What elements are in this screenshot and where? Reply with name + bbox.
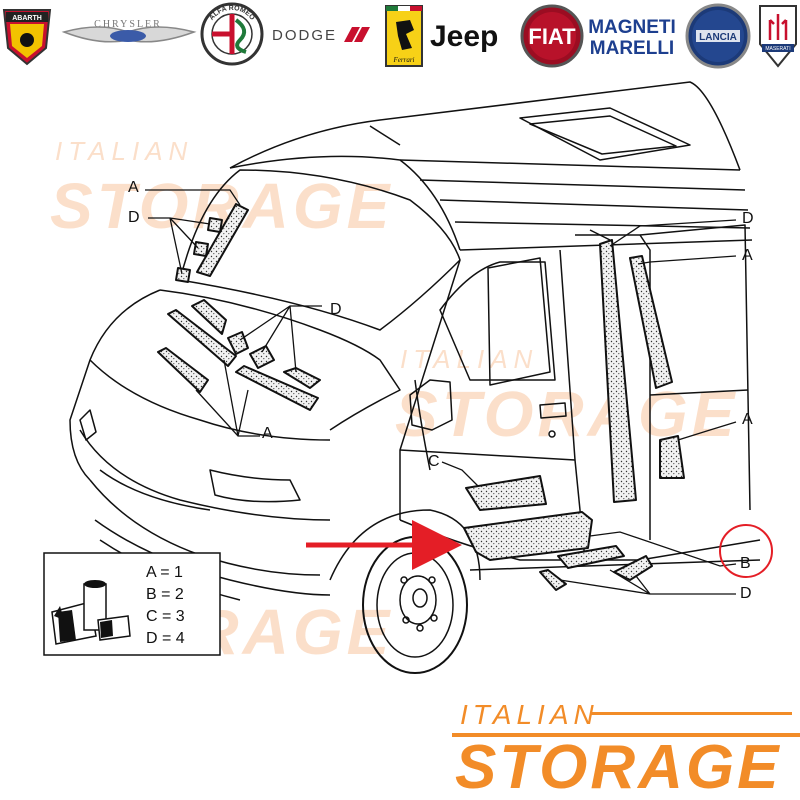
highlight-circle — [719, 524, 773, 578]
ferrari-logo: Ferrari — [385, 5, 423, 67]
dodge-logo: DODGE — [272, 27, 370, 44]
pad-hood-5 — [249, 345, 275, 369]
watermark-line2: STORAGE — [395, 378, 738, 450]
fiat-logo-text: FIAT — [528, 24, 576, 49]
magneti-marelli-logo-line2: MARELLI — [590, 38, 674, 59]
callout-hood-d: D — [330, 301, 342, 318]
pad-pillar-long — [599, 239, 637, 503]
watermark-middle: ITALIAN STORAGE — [395, 344, 738, 450]
pad-windshield-small-1 — [207, 217, 223, 233]
watermark-line1: ITALIAN — [55, 136, 193, 166]
pad-windshield-strip — [196, 203, 249, 277]
maserati-logo: MASERATI — [759, 5, 797, 68]
magneti-marelli-logo: MAGNETI MARELLI — [588, 17, 676, 59]
magneti-marelli-logo-line1: MAGNETI — [588, 17, 676, 38]
callout-pillar-a-mid: A — [742, 411, 753, 428]
callout-pillar-a-top: A — [742, 247, 753, 264]
pad-hood-7 — [235, 365, 319, 411]
abarth-logo: ABARTH — [2, 9, 52, 66]
callout-highlight-b: B — [740, 555, 751, 572]
legend-illustration — [51, 580, 131, 645]
quantity-legend: A = 1 B = 2 C = 3 D = 4 — [43, 552, 221, 656]
lancia-logo-text: LANCIA — [699, 32, 737, 43]
callout-pillar-d: D — [742, 210, 754, 227]
watermark-line1: ITALIAN — [400, 344, 538, 374]
pad-step — [465, 475, 547, 511]
pad-pillar-lower — [659, 435, 685, 479]
pad-hood-4 — [227, 331, 249, 355]
pad-windshield-small-3 — [175, 267, 191, 283]
legend-item-b: B = 2 — [146, 586, 184, 603]
fiat-logo: FIAT — [520, 4, 584, 68]
chrysler-logo-text: CHRYSLER — [94, 19, 162, 30]
maserati-logo-text: MASERATI — [765, 46, 790, 52]
ferrari-logo-text: Ferrari — [393, 56, 415, 64]
dodge-logo-text: DODGE — [272, 27, 337, 44]
pad-floor-tray — [463, 511, 593, 561]
pad-pillar-mid — [629, 255, 673, 389]
chrysler-logo: CHRYSLER — [61, 19, 197, 43]
abarth-logo-text: ABARTH — [12, 15, 42, 22]
lancia-logo: LANCIA — [685, 3, 751, 69]
pad-windshield-small-2 — [193, 241, 209, 257]
legend-item-c: C = 3 — [146, 608, 185, 625]
logo-line2: STORAGE — [455, 733, 781, 800]
jeep-logo: Jeep — [430, 20, 498, 53]
callout-step-c: C — [428, 453, 440, 470]
logo-line1: ITALIAN — [460, 699, 599, 730]
callout-hood-a: A — [262, 425, 273, 442]
pad-floor-2 — [539, 569, 567, 591]
legend-item-d: D = 4 — [146, 630, 185, 647]
brand-logo-strip: ABARTH CHRYSLER ALFA ROMEO DODGE Ferrari… — [2, 2, 797, 69]
pad-floor-1 — [557, 545, 625, 569]
legend-item-a: A = 1 — [146, 564, 183, 581]
pad-hood-1 — [191, 299, 227, 335]
pad-hood-2 — [167, 309, 237, 367]
pad-hood-6 — [283, 367, 321, 389]
callout-windshield-d: D — [128, 209, 140, 226]
leader-lines — [145, 189, 737, 595]
callout-floor-d: D — [740, 585, 752, 602]
callout-windshield-a: A — [128, 179, 139, 196]
insulation-pads — [157, 203, 685, 591]
italian-storage-logo: ITALIAN STORAGE — [452, 699, 800, 800]
pad-floor-3 — [613, 555, 653, 581]
alfa-romeo-logo: ALFA ROMEO — [200, 2, 264, 66]
pad-hood-3 — [157, 347, 209, 393]
